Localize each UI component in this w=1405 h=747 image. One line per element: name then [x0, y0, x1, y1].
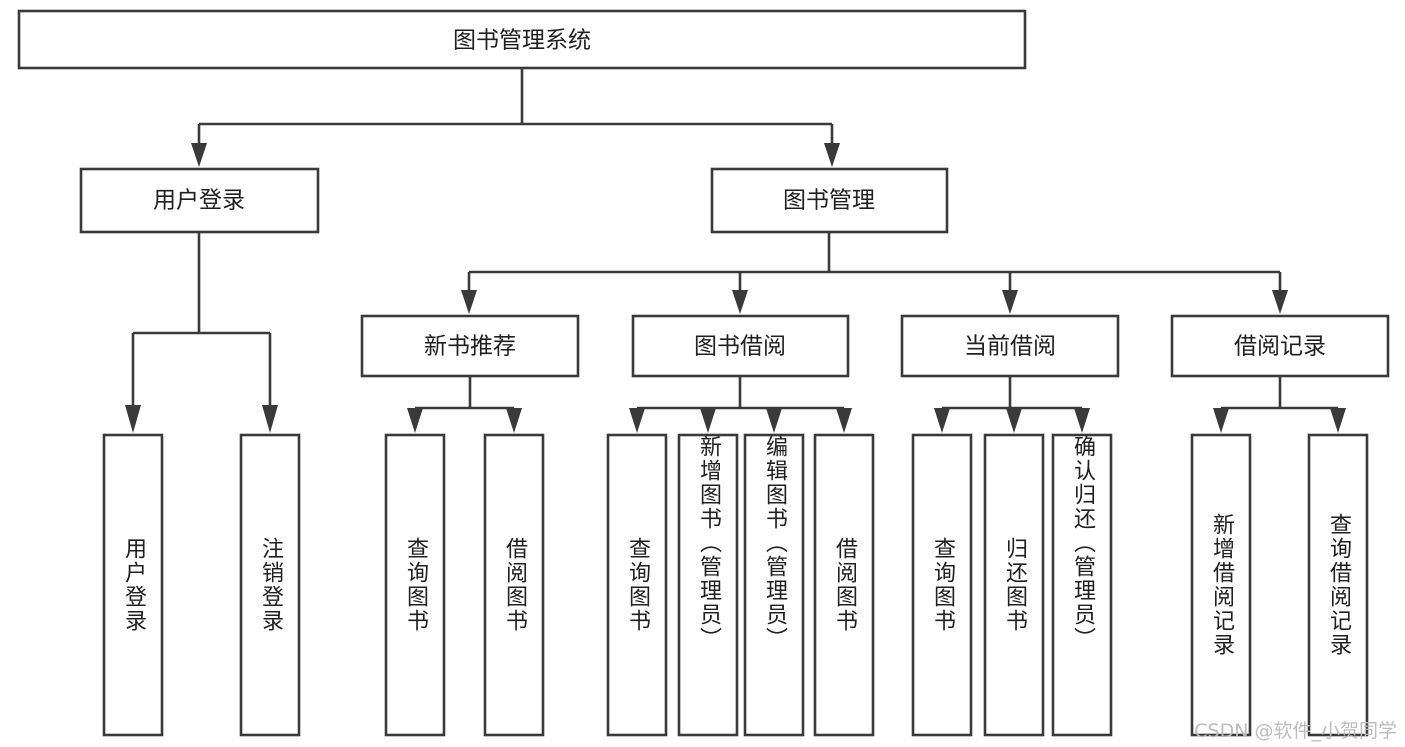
- arrow-to-leaf-user-login: [125, 405, 141, 433]
- node-root[interactable]: 图书管理系统: [17, 9, 1027, 70]
- leaf-return-book-box[interactable]: [983, 433, 1045, 737]
- node-borrow-record[interactable]: 借阅记录: [1170, 314, 1390, 378]
- connector-book-manage-to-level3: [461, 232, 1288, 314]
- leaf-borrow-book-1-box[interactable]: [483, 433, 545, 737]
- arrow-to-new-book-recommend: [461, 290, 477, 314]
- leaf-boxes: [102, 433, 1369, 737]
- arrow-to-leaf-query-book-2: [629, 408, 645, 433]
- connector-borrow-record-to-leaves: [1213, 376, 1346, 433]
- book-manage-label: 图书管理: [783, 188, 875, 214]
- arrow-to-leaf-borrow-book-1: [506, 408, 522, 433]
- arrow-to-book-manage: [824, 143, 840, 167]
- leaf-query-book-1-box[interactable]: [384, 433, 446, 737]
- node-current-borrow[interactable]: 当前借阅: [900, 314, 1120, 378]
- leaf-confirm-return-box[interactable]: [1051, 433, 1113, 737]
- arrow-to-leaf-query-book-1: [407, 408, 423, 433]
- new-book-recommend-box: [360, 314, 580, 378]
- arrow-to-leaf-add-record: [1213, 408, 1229, 433]
- arrow-to-current-borrow: [1002, 290, 1018, 314]
- current-borrow-box: [900, 314, 1120, 378]
- leaf-query-record-box[interactable]: [1307, 433, 1369, 737]
- leaf-user-logout-box[interactable]: [239, 433, 301, 737]
- connector-current-borrow-to-leaves: [934, 376, 1090, 433]
- current-borrow-label: 当前借阅: [964, 334, 1056, 360]
- arrow-to-leaf-edit-book: [766, 408, 782, 433]
- arrow-to-leaf-user-logout: [262, 405, 278, 433]
- borrow-record-label: 借阅记录: [1234, 334, 1326, 360]
- leaf-query-book-2-box[interactable]: [606, 433, 668, 737]
- arrow-to-leaf-query-book-3: [934, 408, 950, 433]
- node-user-login[interactable]: 用户登录: [79, 167, 320, 234]
- user-login-box: [79, 167, 320, 234]
- book-borrow-label: 图书借阅: [694, 334, 786, 360]
- root-label: 图书管理系统: [453, 28, 591, 54]
- root-box: [17, 9, 1027, 70]
- arrow-to-leaf-query-record: [1330, 408, 1346, 433]
- arrow-to-leaf-confirm-return: [1074, 408, 1090, 433]
- connector-user-login-to-leaves: [125, 232, 278, 433]
- node-book-manage[interactable]: 图书管理: [710, 167, 949, 234]
- leaf-query-book-3-box[interactable]: [911, 433, 973, 737]
- leaf-add-book-box[interactable]: [677, 433, 739, 737]
- leaf-user-login-box[interactable]: [102, 433, 164, 737]
- arrow-to-leaf-add-book: [700, 408, 716, 433]
- leaf-edit-book-box[interactable]: [743, 433, 805, 737]
- arrow-to-leaf-borrow-book-2: [836, 408, 852, 433]
- node-new-book-recommend[interactable]: 新书推荐: [360, 314, 580, 378]
- arrow-to-book-borrow: [732, 290, 748, 314]
- connector-new-book-recommend-to-leaves: [407, 376, 522, 433]
- connector-book-borrow-to-leaves: [629, 376, 852, 433]
- node-book-borrow[interactable]: 图书借阅: [631, 314, 850, 378]
- arrow-to-borrow-record: [1272, 290, 1288, 314]
- connector-root-to-level2: [191, 68, 840, 167]
- arrow-to-user-login: [191, 143, 207, 167]
- arrow-to-leaf-return-book: [1006, 408, 1022, 433]
- user-login-label: 用户登录: [153, 188, 245, 214]
- new-book-recommend-label: 新书推荐: [424, 334, 516, 360]
- leaf-borrow-book-2-box[interactable]: [813, 433, 875, 737]
- leaf-add-record-box[interactable]: [1190, 433, 1252, 737]
